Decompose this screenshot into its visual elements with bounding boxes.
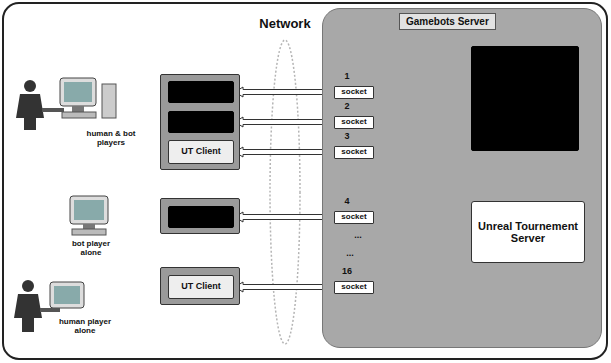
box-label: socket (341, 88, 366, 97)
box-label: socket (341, 283, 366, 292)
network-ellipse (270, 40, 300, 344)
box-label: UT Client (178, 147, 224, 157)
double-arrow (235, 212, 333, 222)
box-label: socket (341, 118, 366, 127)
double-arrow (235, 87, 333, 97)
player-label: bot player alone (62, 240, 120, 258)
player-label: human & bot players (78, 130, 144, 148)
hidden-box (168, 206, 234, 228)
callout-number: ... (348, 231, 368, 241)
hidden-box (168, 81, 234, 103)
client-box: UT Client (168, 275, 234, 299)
client-group (160, 198, 240, 234)
server-box: Unreal Tournement Server (471, 201, 585, 263)
client-box: UT Client (168, 140, 234, 164)
callout-number: 1 (340, 72, 354, 82)
socket-box: socket (334, 211, 374, 224)
hidden-box (168, 111, 234, 133)
socket-box: socket (334, 146, 374, 159)
double-arrow (235, 282, 333, 292)
network-label: Network (245, 17, 325, 31)
client-group: UT Client (160, 267, 240, 305)
bot-icon (70, 196, 108, 235)
callout-number: 16 (338, 267, 356, 277)
box-label: Unreal Tournement Server (472, 220, 584, 244)
hidden-box (471, 46, 579, 151)
box-label: socket (341, 148, 366, 157)
double-arrow (235, 147, 333, 157)
client-group: UT Client (160, 74, 240, 170)
callout-number: 3 (340, 132, 354, 142)
player-label: human player alone (50, 318, 120, 336)
server-region: Gamebots Server socket socket socket socket s… (322, 8, 602, 348)
box-label: UT Client (178, 282, 224, 292)
socket-box: socket (334, 86, 374, 99)
double-arrow (235, 117, 333, 127)
callout-number: ... (340, 249, 360, 259)
socket-box: socket (334, 281, 374, 294)
frame (3, 3, 607, 359)
callout-number: 2 (340, 102, 354, 112)
human-bot-icon (16, 78, 116, 130)
callout-number: 4 (340, 197, 354, 207)
region-title: Gamebots Server (399, 13, 496, 30)
socket-box: socket (334, 116, 374, 129)
box-label: socket (341, 213, 366, 222)
